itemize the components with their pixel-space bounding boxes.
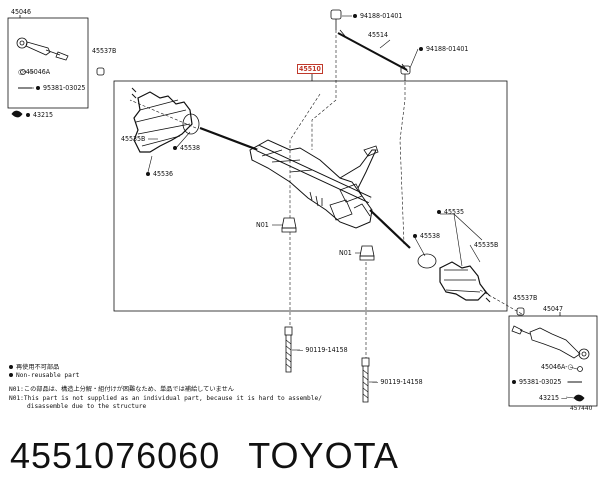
label-leaders <box>147 15 483 383</box>
leader-lines <box>129 30 523 358</box>
part-number: 4551076060 <box>10 435 221 476</box>
clamp-ring-right <box>417 253 437 269</box>
label-45510: 45510 <box>297 64 323 74</box>
cushion-right <box>359 245 375 261</box>
non-reusable-dot-icon <box>413 234 417 238</box>
legend-line-english: Non-reusable part <box>9 372 79 380</box>
note-n01-english: N01:This part is not supplied as an indi… <box>9 395 322 402</box>
label-45514: 45514 <box>368 31 389 39</box>
label-45536: 45536 <box>146 170 173 178</box>
bolt-left <box>284 326 293 373</box>
label-43215-top-text: 43215 <box>33 111 54 119</box>
label-94188-mid: 94188-01401 <box>419 45 468 53</box>
non-reusable-dot-icon <box>353 14 357 18</box>
label-45538-right-text: 45538 <box>420 232 441 240</box>
label-95381-top: 95381-03025 <box>36 84 85 92</box>
legend-line-english-text: Non-reusable part <box>16 372 80 379</box>
label-43215-top: 43215 <box>26 111 53 119</box>
label-95381-bottom: 95381-03025 <box>512 378 561 386</box>
label-95381-bottom-text: 95381-03025 <box>519 378 562 386</box>
dash-marker: — <box>559 394 568 402</box>
main-frame <box>113 80 508 312</box>
note-n01-english-cont: disassemble due to the structure <box>27 403 147 410</box>
note-n01-japanese: N01:この部品は、構造上分解・組付けが困難なため、単品では補給していません <box>9 386 234 393</box>
label-45535: 45535 <box>437 208 464 216</box>
label-45537b-bottom: 45537B <box>513 294 538 302</box>
label-n01-left: N01 <box>256 221 269 229</box>
non-reusable-dot-icon <box>9 365 13 369</box>
label-45046a-top: ○-45046A <box>18 68 50 76</box>
tie-rod-end-right <box>511 325 590 360</box>
label-95381-top-text: 95381-03025 <box>43 84 86 92</box>
non-reusable-dot-icon <box>173 146 177 150</box>
label-n01-right: N01 <box>339 249 352 257</box>
label-45046a-bottom: 45046A-○ <box>541 363 573 371</box>
dash-marker: — <box>297 346 306 354</box>
label-45046: 45046 <box>11 8 32 16</box>
label-94188-mid-text: 94188-01401 <box>426 45 469 53</box>
part-caption: 4551076060 TOYOTA <box>10 434 399 478</box>
label-45535b-right: 45535B <box>474 241 499 249</box>
tie-rod-upper <box>330 9 411 81</box>
label-43215-bottom: 43215 — <box>539 394 567 402</box>
non-reusable-dot-icon <box>146 172 150 176</box>
brand-name: TOYOTA <box>248 435 399 476</box>
label-90119-right-text: 90119-14158 <box>380 378 423 386</box>
label-45535b-left: 45535B <box>121 135 146 143</box>
boot-right <box>439 261 491 303</box>
tie-rod-end-left <box>16 37 69 61</box>
non-reusable-dot-icon <box>437 210 441 214</box>
steering-rack <box>199 126 411 249</box>
label-90119-left-text: 90119-14158 <box>305 346 348 354</box>
label-45046a-top-text: 45046A <box>25 68 51 76</box>
non-reusable-dot-icon <box>9 373 13 377</box>
boot-left <box>131 87 200 153</box>
cushion-left <box>281 217 297 233</box>
legend-line-japanese: 再使用不可部品 <box>9 364 59 372</box>
label-45538-left: 45538 <box>173 144 200 152</box>
non-reusable-dot-icon <box>512 380 516 384</box>
circle-marker-icon: ○- <box>18 68 26 76</box>
dash-marker: — <box>372 378 381 386</box>
tie-rod-end-left-frame <box>7 17 89 109</box>
label-45536-text: 45536 <box>153 170 174 178</box>
tie-rod-end-right-frame <box>508 315 598 407</box>
label-43215-bottom-text: 43215 <box>539 394 560 402</box>
label-45537b-top: 45537B <box>92 47 117 55</box>
label-90119-left: — 90119-14158 <box>297 346 348 354</box>
label-94188-top-text: 94188-01401 <box>360 12 403 20</box>
label-45047: 45047 <box>543 305 564 313</box>
label-45538-left-text: 45538 <box>180 144 201 152</box>
label-45535-text: 45535 <box>444 208 465 216</box>
circle-marker-icon: -○ <box>565 363 573 371</box>
label-90119-right: — 90119-14158 <box>372 378 423 386</box>
diagram-reference-number: 457440 <box>570 404 593 412</box>
label-94188-top: 94188-01401 <box>353 12 402 20</box>
non-reusable-dot-icon <box>26 113 30 117</box>
non-reusable-dot-icon <box>36 86 40 90</box>
non-reusable-dot-icon <box>419 47 423 51</box>
legend-line-japanese-text: 再使用不可部品 <box>16 364 60 371</box>
label-45538-right: 45538 <box>413 232 440 240</box>
label-45046a-bottom-text: 45046A <box>541 363 566 371</box>
bolt-right <box>361 357 370 403</box>
